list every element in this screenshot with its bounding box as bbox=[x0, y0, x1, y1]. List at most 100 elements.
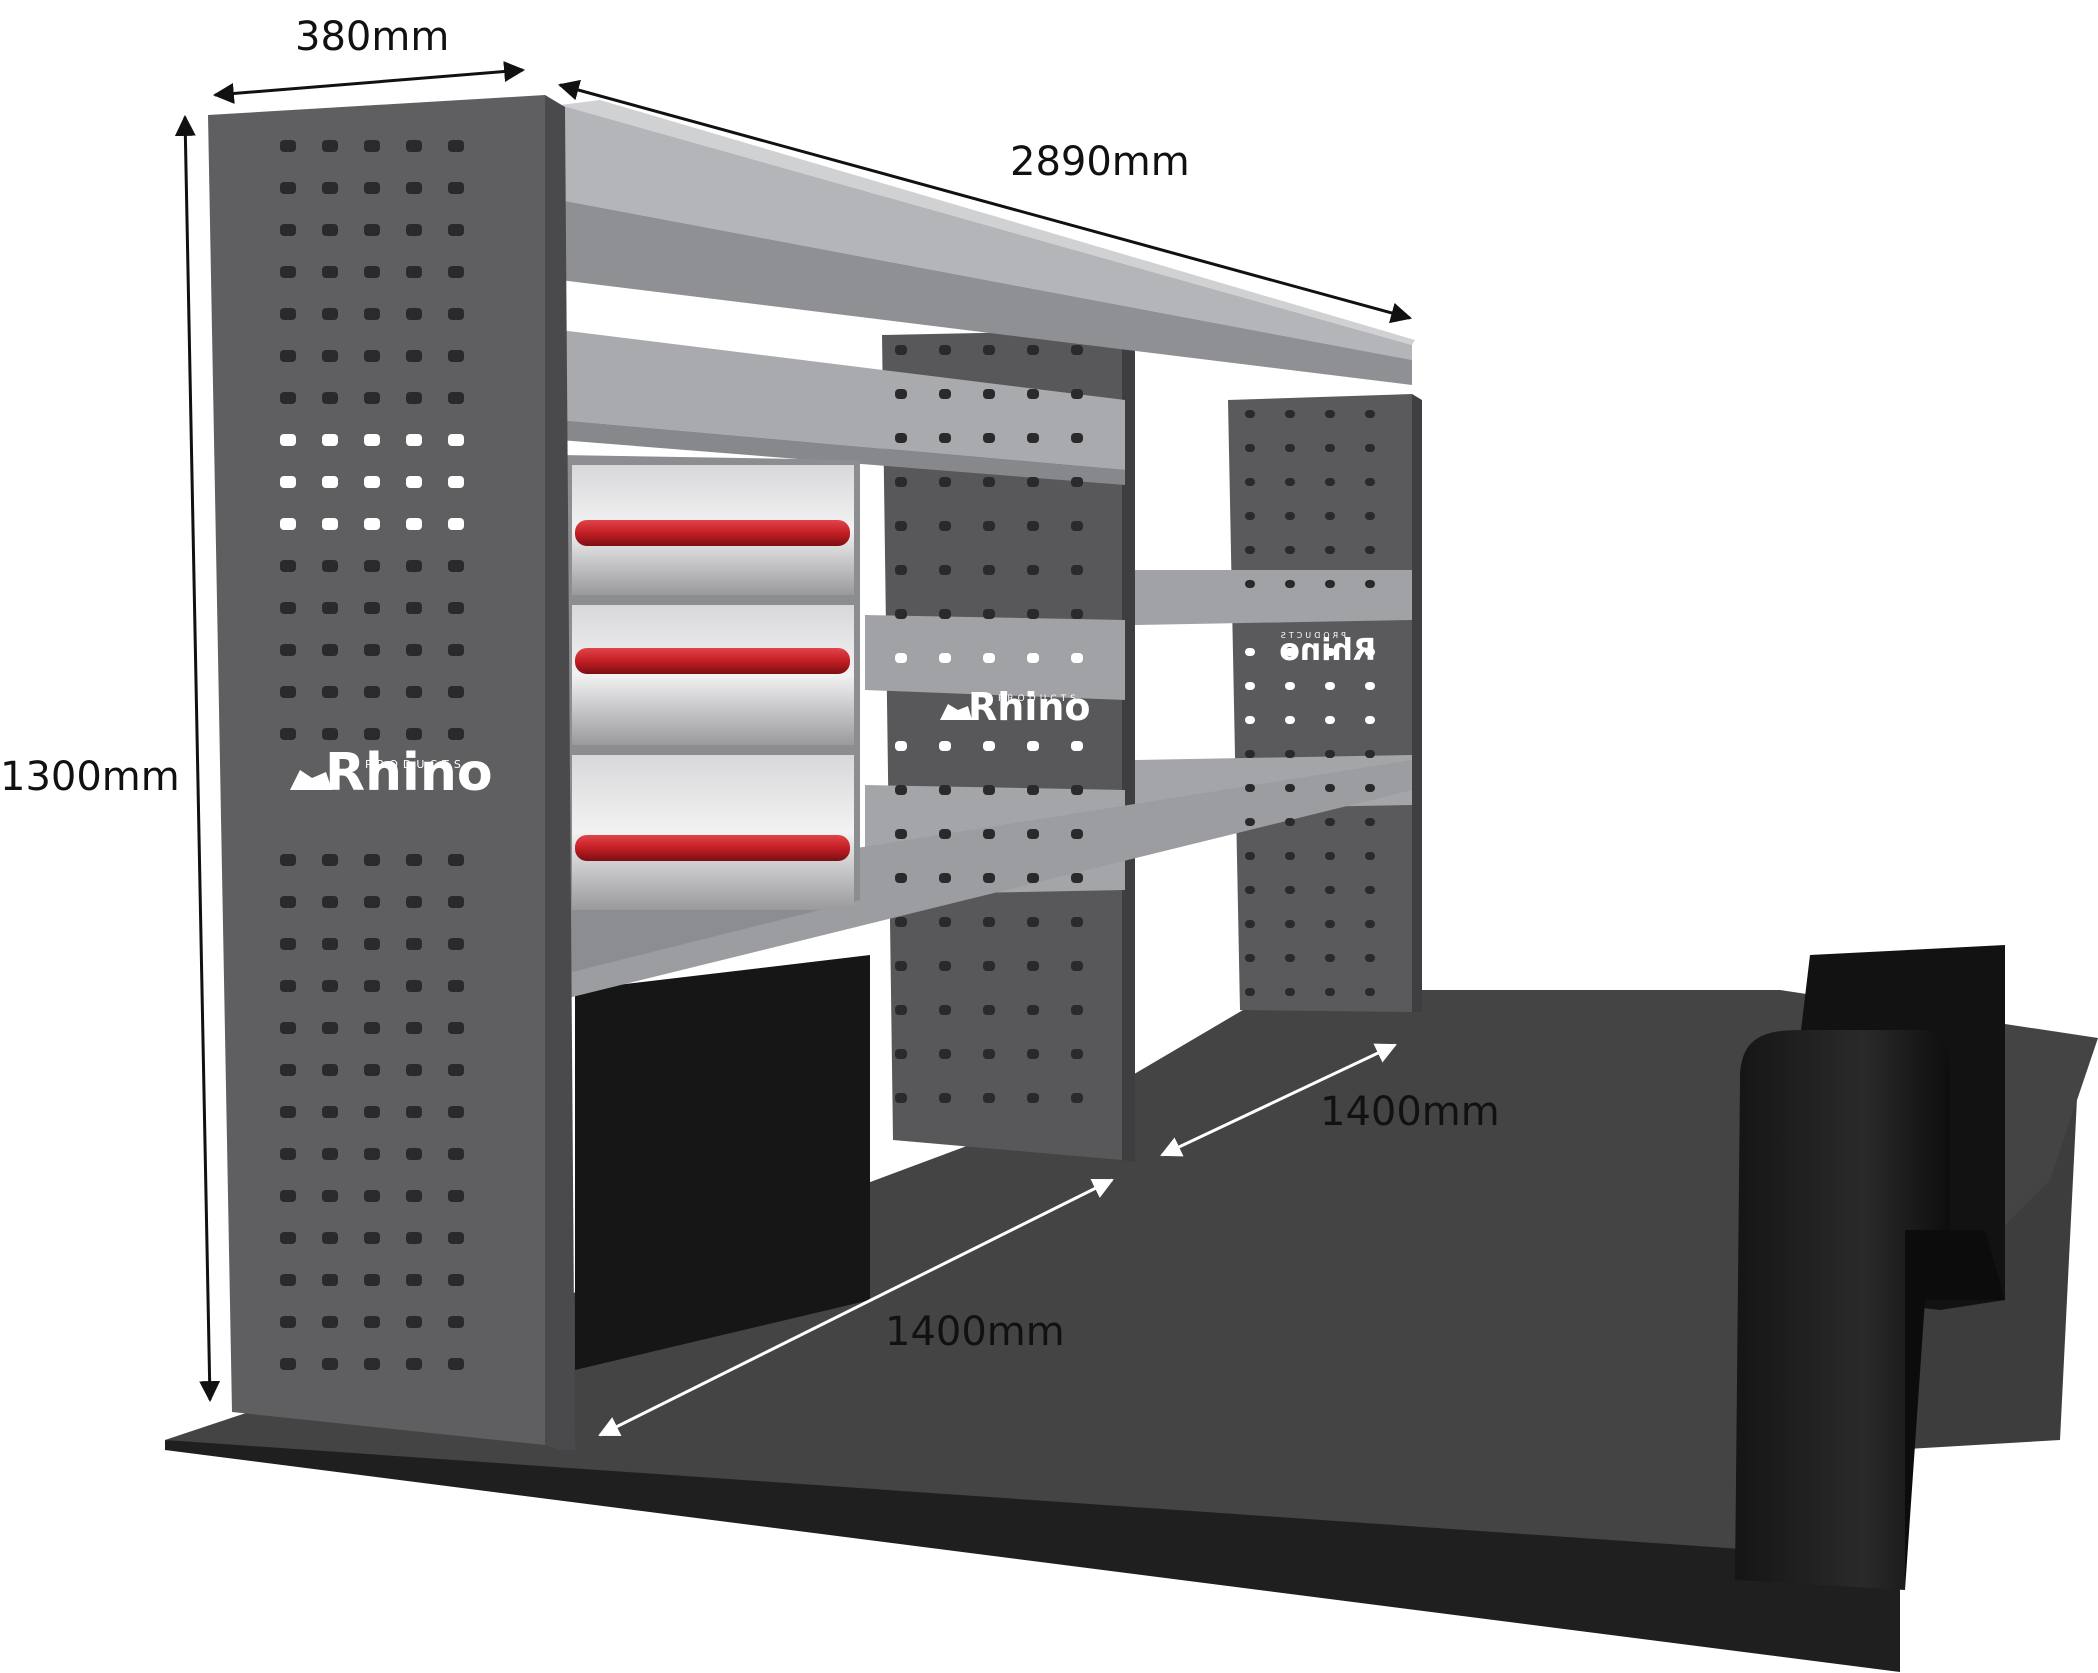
perforation-hole bbox=[939, 477, 951, 487]
perforation-hole bbox=[322, 434, 338, 446]
dimension-arrows bbox=[174, 61, 1413, 1437]
perforation-hole bbox=[1285, 512, 1295, 520]
perforation-hole bbox=[895, 829, 907, 839]
perforation-hole bbox=[364, 518, 380, 530]
perforation-hole bbox=[1071, 741, 1083, 751]
perforation-hole bbox=[939, 1005, 951, 1015]
perforation-hole bbox=[280, 1232, 296, 1244]
perforation-hole bbox=[280, 644, 296, 656]
perforation-hole bbox=[322, 1358, 338, 1370]
perforation-hole bbox=[1027, 565, 1039, 575]
perforation-hole bbox=[1071, 873, 1083, 883]
perforation-hole bbox=[1027, 917, 1039, 927]
perforation-hole bbox=[1285, 988, 1295, 996]
depth-label: 380mm bbox=[295, 14, 449, 60]
perforation-hole bbox=[364, 686, 380, 698]
perforation-hole bbox=[322, 1190, 338, 1202]
perforation-hole bbox=[1285, 920, 1295, 928]
perforation-hole bbox=[939, 785, 951, 795]
perforation-hole bbox=[1027, 1005, 1039, 1015]
perforation-hole bbox=[939, 1049, 951, 1059]
perforation-hole bbox=[983, 609, 995, 619]
perforation-hole bbox=[983, 565, 995, 575]
perforation-hole bbox=[448, 308, 464, 320]
perforation-hole bbox=[895, 785, 907, 795]
perforation-hole bbox=[1245, 818, 1255, 826]
perforation-hole bbox=[406, 1064, 422, 1076]
perforation-hole bbox=[448, 1106, 464, 1118]
perforation-hole bbox=[1245, 478, 1255, 486]
perforation-hole bbox=[895, 961, 907, 971]
perforation-hole bbox=[895, 873, 907, 883]
perforation-hole bbox=[1027, 433, 1039, 443]
perforation-hole bbox=[1245, 954, 1255, 962]
perforation-hole bbox=[406, 350, 422, 362]
perforation-hole bbox=[448, 266, 464, 278]
perforation-hole bbox=[895, 609, 907, 619]
height-label: 1300mm bbox=[0, 754, 180, 800]
perforation-hole bbox=[406, 602, 422, 614]
perforation-hole bbox=[364, 644, 380, 656]
perforation-hole bbox=[364, 1022, 380, 1034]
front-panel-perforations bbox=[280, 140, 464, 1370]
perforation-hole bbox=[895, 345, 907, 355]
bay-front-arrow bbox=[598, 1178, 1114, 1437]
perforation-hole bbox=[1245, 920, 1255, 928]
perforation-hole bbox=[448, 182, 464, 194]
perforation-hole bbox=[895, 389, 907, 399]
perforation-hole bbox=[939, 389, 951, 399]
perforation-hole bbox=[895, 433, 907, 443]
perforation-hole bbox=[280, 1358, 296, 1370]
perforation-hole bbox=[1365, 920, 1375, 928]
perforation-hole bbox=[895, 653, 907, 663]
perforation-hole bbox=[364, 728, 380, 740]
perforation-hole bbox=[280, 1022, 296, 1034]
perforation-hole bbox=[322, 602, 338, 614]
perforation-hole bbox=[1365, 818, 1375, 826]
drawer-2 bbox=[572, 605, 854, 745]
perforation-hole bbox=[939, 521, 951, 531]
perforation-hole bbox=[983, 1093, 995, 1103]
perforation-hole bbox=[895, 917, 907, 927]
perforation-hole bbox=[895, 1049, 907, 1059]
perforation-hole bbox=[1325, 988, 1335, 996]
perforation-hole bbox=[983, 653, 995, 663]
perforation-hole bbox=[448, 476, 464, 488]
brand-tagline-rear: PRODUCTS bbox=[1278, 631, 1346, 640]
perforation-hole bbox=[1325, 512, 1335, 520]
length-label: 2890mm bbox=[1010, 139, 1190, 185]
perforation-hole bbox=[983, 1049, 995, 1059]
perforation-hole bbox=[322, 896, 338, 908]
perforation-hole bbox=[1071, 785, 1083, 795]
perforation-hole bbox=[280, 392, 296, 404]
perforation-hole bbox=[1325, 682, 1335, 690]
perforation-hole bbox=[1285, 478, 1295, 486]
drawer-3 bbox=[572, 755, 854, 910]
length-arrow bbox=[557, 79, 1413, 324]
perforation-hole bbox=[1245, 682, 1255, 690]
perforation-hole bbox=[1365, 682, 1375, 690]
perforation-hole bbox=[406, 938, 422, 950]
perforation-hole bbox=[1027, 873, 1039, 883]
perforation-hole bbox=[364, 1232, 380, 1244]
perforation-hole bbox=[1245, 580, 1255, 588]
perforation-hole bbox=[364, 224, 380, 236]
perforation-hole bbox=[1325, 648, 1335, 656]
perforation-hole bbox=[448, 1148, 464, 1160]
perforation-hole bbox=[983, 521, 995, 531]
perforation-hole bbox=[1325, 920, 1335, 928]
perforation-hole bbox=[280, 518, 296, 530]
perforation-hole bbox=[983, 961, 995, 971]
perforation-hole bbox=[448, 434, 464, 446]
perforation-hole bbox=[406, 518, 422, 530]
perforation-hole bbox=[322, 1316, 338, 1328]
perforation-hole bbox=[322, 266, 338, 278]
perforation-hole bbox=[406, 1274, 422, 1286]
perforation-hole bbox=[1027, 961, 1039, 971]
perforation-hole bbox=[1071, 917, 1083, 927]
perforation-hole bbox=[448, 1232, 464, 1244]
brand-tagline-middle: PRODUCTS bbox=[998, 694, 1080, 704]
perforation-hole bbox=[1285, 410, 1295, 418]
perforation-hole bbox=[280, 224, 296, 236]
perforation-hole bbox=[280, 602, 296, 614]
